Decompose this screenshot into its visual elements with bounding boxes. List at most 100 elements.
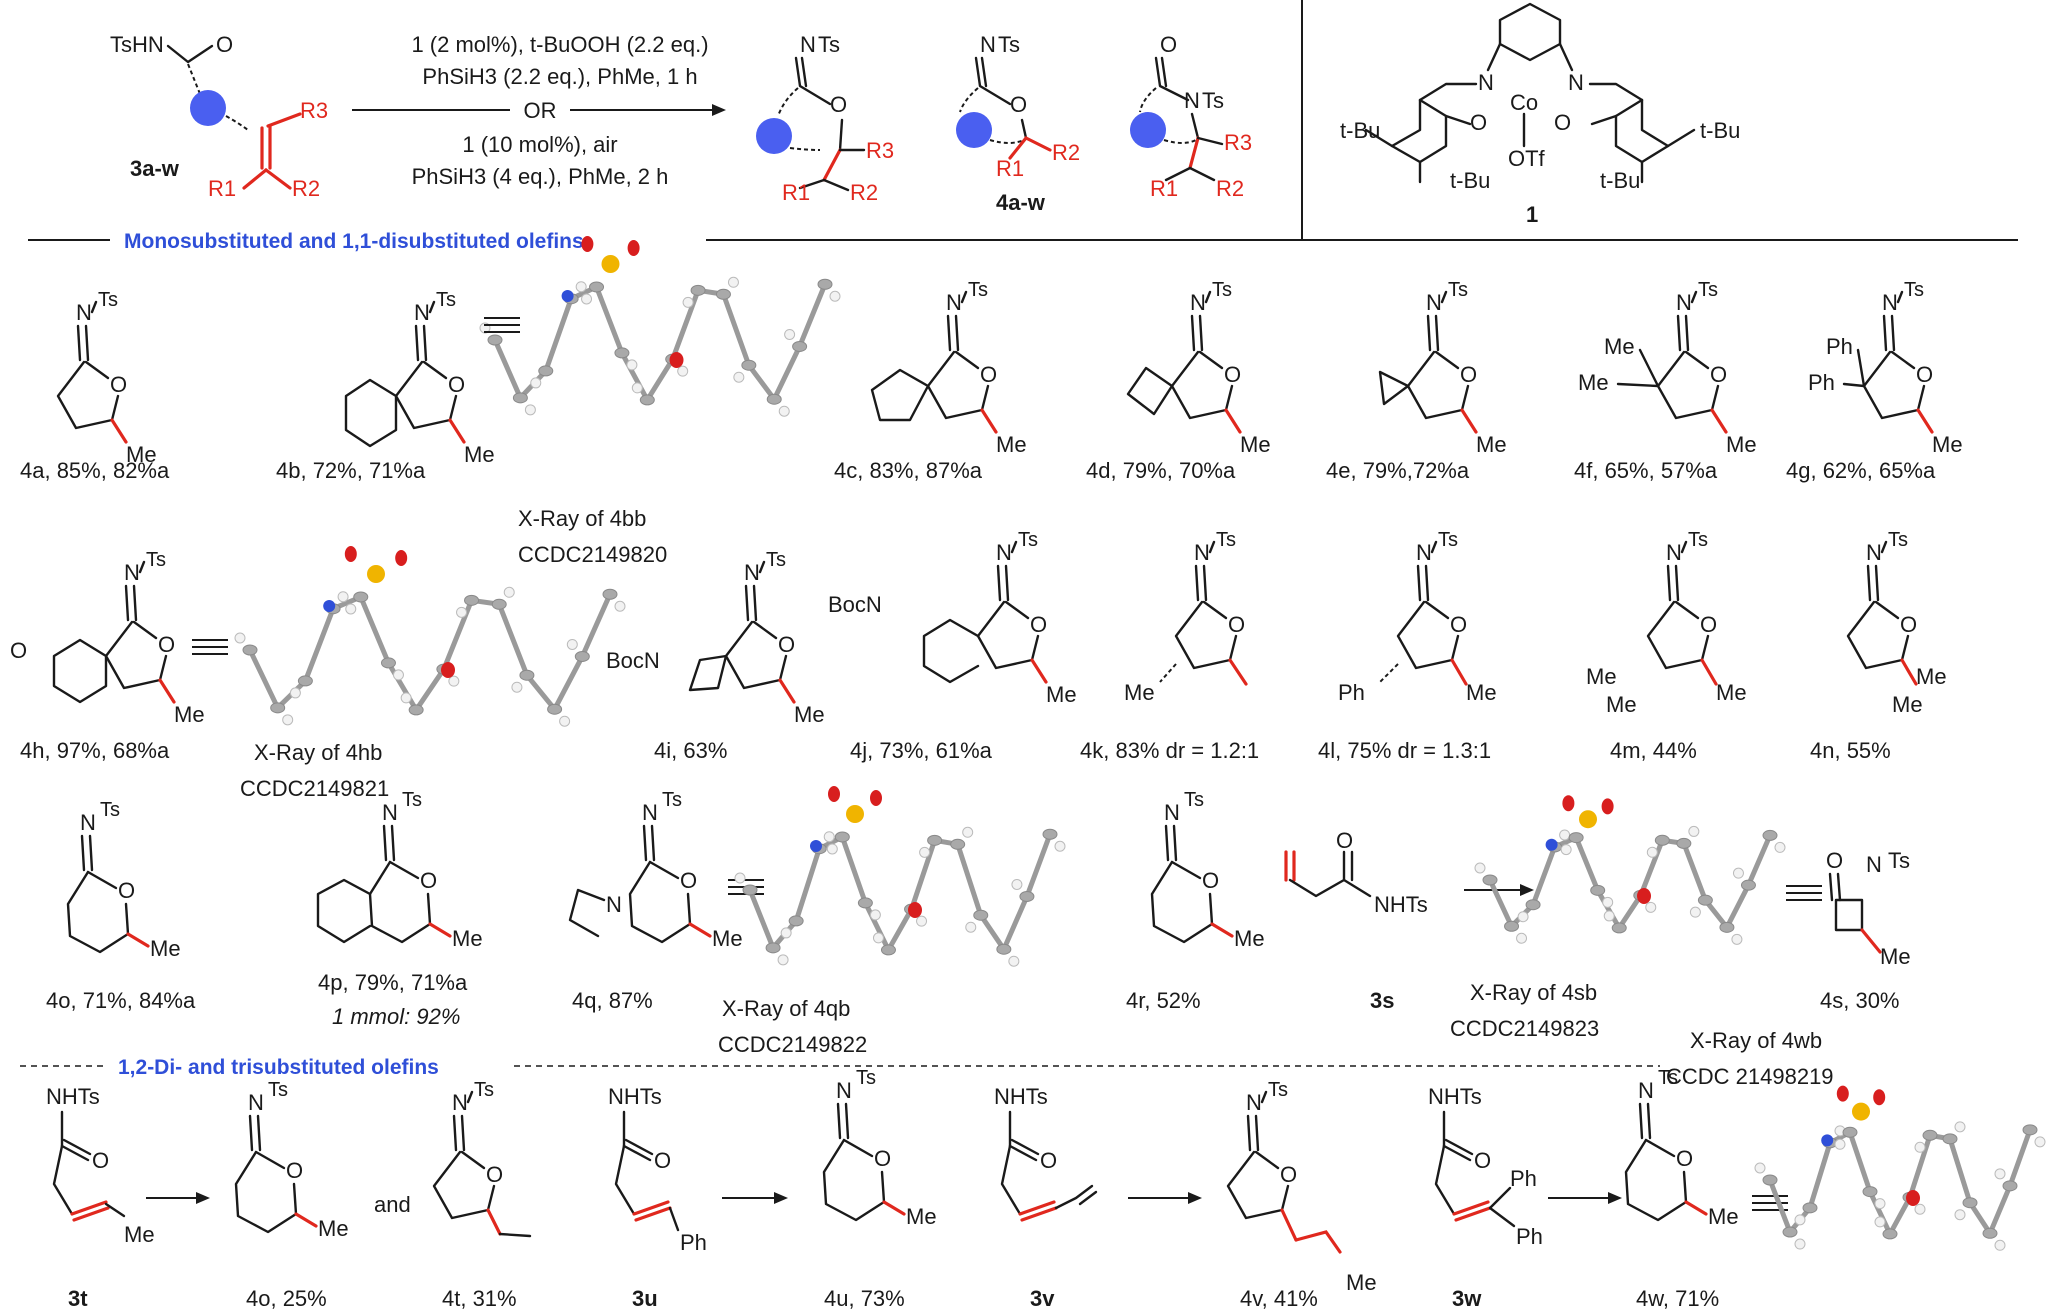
ph-label: Ph (1510, 1166, 1537, 1191)
ts-label: Ts (268, 1079, 288, 1101)
ts-label: Ts (1438, 529, 1458, 551)
o-label: O (158, 632, 175, 657)
n-label: N (1164, 800, 1180, 825)
o-label: O (10, 638, 27, 663)
n-label: N (1666, 540, 1682, 565)
me-label: Me (906, 1204, 937, 1229)
o-label: O (1224, 362, 1241, 387)
me-label: Me (996, 432, 1027, 457)
me-label: Me (1240, 432, 1271, 457)
ts-label: Ts (1888, 529, 1908, 551)
header-reactant: TsHN O R3 R1 R2 3a-w (110, 32, 328, 201)
and-label: and (374, 1192, 411, 1217)
me-label: Me (124, 1222, 155, 1247)
r3-label: R3 (1224, 130, 1252, 155)
scaffold-ball (1130, 112, 1166, 148)
o-label: O (1228, 612, 1245, 637)
header-product-amide: O N Ts R3 R1 R2 (1130, 32, 1252, 201)
ts-label: Ts (474, 1079, 494, 1101)
catalyst-label: 1 (1526, 202, 1538, 227)
n-label: N (1184, 88, 1200, 113)
me-label: Me (1880, 944, 1911, 969)
o-label: O (830, 92, 847, 117)
tbu-label: t-Bu (1700, 118, 1740, 143)
n-label: N (1866, 852, 1882, 877)
me-label: Me (318, 1216, 349, 1241)
o-label: O (680, 868, 697, 893)
r1-label: R1 (1150, 176, 1178, 201)
me-label: Me (1466, 680, 1497, 705)
header-product-imidate: N Ts O R3 R1 R2 (756, 32, 894, 205)
o-label: O (448, 372, 465, 397)
o-label: O (980, 362, 997, 387)
label-4d: 4d, 79%, 70%a (1086, 458, 1236, 483)
o-label: O (1470, 110, 1487, 135)
otf-label: OTf (1508, 146, 1546, 171)
label-4b: 4b, 72%, 71%a (276, 458, 426, 483)
label-4i: 4i, 63% (654, 738, 727, 763)
xray-4h-image (234, 546, 626, 727)
o-label: O (778, 632, 795, 657)
o-label: O (874, 1146, 891, 1171)
o-label: O (1010, 92, 1027, 117)
o-label: O (1554, 110, 1571, 135)
catalyst-1: N N Co O t-Bu t-Bu O t-Bu t-Bu OTf 1 (1340, 2, 1740, 227)
label-3v: 3v (1030, 1286, 1055, 1311)
r2-label: R2 (292, 176, 320, 201)
r3-label: R3 (866, 138, 894, 163)
reaction-arrow (146, 1192, 210, 1204)
equivalence-symbol (484, 317, 520, 333)
o-label: O (286, 1158, 303, 1183)
n-label: N (744, 560, 760, 585)
label-4t: 4t, 31% (442, 1286, 517, 1311)
row2-labels: 4h, 97%, 68%a X-Ray of 4hb CCDC2149821 4… (20, 738, 1891, 801)
ts-label: Ts (1448, 279, 1468, 301)
r1-label: R1 (782, 180, 810, 205)
tbu-label: t-Bu (1450, 168, 1490, 193)
ph-label: Ph (680, 1230, 707, 1255)
me-label: Me (1892, 692, 1923, 717)
reaction-arrow (1548, 1192, 1622, 1204)
o-label: O (1160, 32, 1177, 57)
me-label: Me (1234, 926, 1265, 951)
condition-line-3: 1 (10 mol%), air (462, 132, 617, 157)
label-4v: 4v, 41% (1240, 1286, 1318, 1311)
n-label: N (800, 32, 816, 57)
r1-label: R1 (996, 156, 1024, 181)
section-di-heading: 1,2-Di- and trisubstituted olefins (118, 1056, 439, 1079)
xray-4w-title: X-Ray of 4wb (1690, 1028, 1822, 1053)
me-label: Me (464, 442, 495, 467)
ts-label: Ts (1184, 789, 1204, 811)
n-label: N (1426, 290, 1442, 315)
o-label: O (1710, 362, 1727, 387)
xray-4h-title: X-Ray of 4hb (254, 740, 382, 765)
o-label: O (654, 1148, 671, 1173)
header-product-imidate-2: N Ts O R1 R2 4a-w (956, 32, 1080, 215)
label-4p: 4p, 79%, 71%a (318, 970, 468, 995)
condition-line-1: 1 (2 mol%), t-BuOOH (2.2 eq.) (411, 32, 708, 57)
me-label: Me (1606, 692, 1637, 717)
me-label: Me (1586, 664, 1617, 689)
nhts-label: NHTs (1374, 892, 1428, 917)
ts-label: Ts (998, 32, 1020, 57)
ts-label: Ts (402, 789, 422, 811)
nhts-label: NHTs (1428, 1084, 1482, 1109)
n-label: N (248, 1090, 264, 1115)
ts-label: Ts (1888, 848, 1910, 873)
xray-4h-ccdc: CCDC2149821 (240, 776, 389, 801)
co-label: Co (1510, 90, 1538, 115)
label-4p-scale: 1 mmol: 92% (332, 1004, 460, 1029)
tbu-label: t-Bu (1600, 168, 1640, 193)
label-3w: 3w (1452, 1286, 1482, 1311)
nhts-label: NHTs (608, 1084, 662, 1109)
n-label: N (946, 290, 962, 315)
